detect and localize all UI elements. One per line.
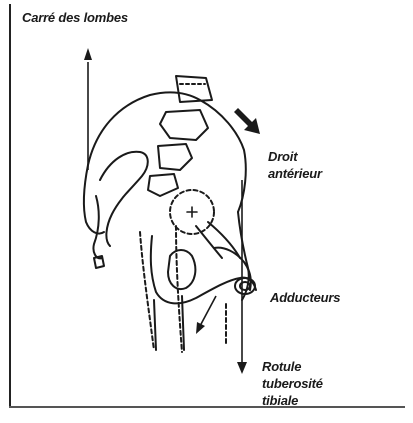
label-rotule-line2: tuberosité [262,375,323,392]
label-adducteurs-text: Adducteurs [270,290,340,305]
label-droit-line1: Droit [268,148,322,165]
label-droit-line2: antérieur [268,165,322,182]
carre-des-lombes-arrow [84,48,92,170]
droit-anterieur-arrow [234,108,260,134]
label-carre-text: Carré des lombes [22,10,128,25]
label-adducteurs: Adducteurs [270,289,340,306]
label-rotule-line3: tibiale [262,392,323,409]
label-droit-anterieur: Droit antérieur [268,148,322,182]
label-carre-des-lombes: Carré des lombes [22,9,128,26]
label-rotule-line1: Rotule [262,358,323,375]
pelvis-outline [84,76,256,352]
label-rotule: Rotule tuberosité tibiale [262,358,323,409]
adducteurs-arrow [196,296,216,334]
